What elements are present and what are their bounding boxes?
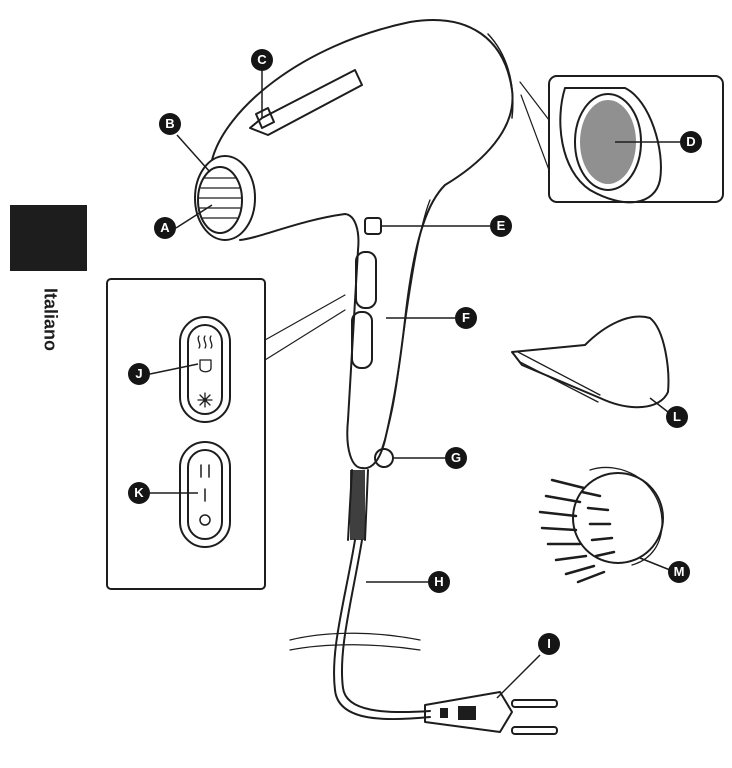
filter-housing — [559, 87, 662, 204]
callout-a: A — [154, 217, 176, 239]
power-cord-outline — [340, 539, 431, 714]
callout-m: M — [668, 561, 690, 583]
callout-j: J — [128, 363, 150, 385]
cord-loop — [289, 632, 421, 651]
callout-k: K — [128, 482, 150, 504]
leader-b — [176, 134, 211, 173]
leader-j — [149, 363, 199, 375]
callout-b: B — [159, 113, 181, 135]
leader-m — [639, 557, 671, 571]
switch-k-slot — [187, 449, 223, 540]
off-icon — [199, 514, 211, 526]
callout-h: H — [428, 571, 450, 593]
temp-icon — [199, 359, 212, 373]
switch-j-housing — [179, 316, 231, 423]
speed-high-icon — [200, 464, 210, 478]
switch-j-slot — [187, 324, 223, 415]
air-outlet-grille — [198, 177, 242, 219]
switch-k-housing — [179, 441, 231, 548]
cord-strain-relief-fill — [350, 470, 365, 540]
handle-switch-upper — [355, 251, 377, 309]
switch-inset-box — [106, 278, 266, 590]
diffuser-base — [572, 472, 664, 564]
leader-i — [496, 654, 541, 699]
air-outlet-ring — [194, 155, 256, 241]
air-outlet-inner — [197, 166, 243, 234]
cool-icon — [197, 392, 213, 408]
concentrator-slot — [517, 351, 601, 403]
leader-lines — [149, 71, 680, 699]
handle-switch-lower — [351, 311, 373, 369]
dryer-body-inner-edge — [487, 33, 514, 119]
plug-label — [440, 706, 476, 720]
plug-pin-bottom — [511, 726, 558, 735]
language-tab — [10, 205, 87, 271]
callout-i: I — [538, 633, 560, 655]
handle-edge — [381, 199, 431, 449]
filter-mesh — [580, 100, 636, 184]
callout-g: G — [445, 447, 467, 469]
cool-shot-button — [249, 69, 363, 136]
inset-connector-lines — [264, 294, 346, 361]
callout-f: F — [455, 307, 477, 329]
leader-a — [175, 204, 213, 229]
plug-pin-top — [511, 699, 558, 708]
leader-l — [649, 397, 669, 413]
cool-shot-button-tip — [255, 107, 275, 129]
diffuser-base-edge — [589, 466, 663, 566]
diffuser-fingers — [538, 478, 616, 584]
callout-l: L — [666, 406, 688, 428]
dryer-body — [211, 19, 514, 470]
hang-ring — [374, 448, 394, 468]
power-cord — [333, 539, 431, 721]
plug-body — [424, 691, 513, 733]
callout-d: D — [680, 131, 702, 153]
heat-icon — [197, 335, 213, 349]
concentrator-nozzle — [511, 315, 670, 409]
callout-e: E — [490, 215, 512, 237]
filter-connector-lines — [519, 81, 550, 171]
slider-e — [364, 217, 382, 235]
callout-c: C — [251, 49, 273, 71]
